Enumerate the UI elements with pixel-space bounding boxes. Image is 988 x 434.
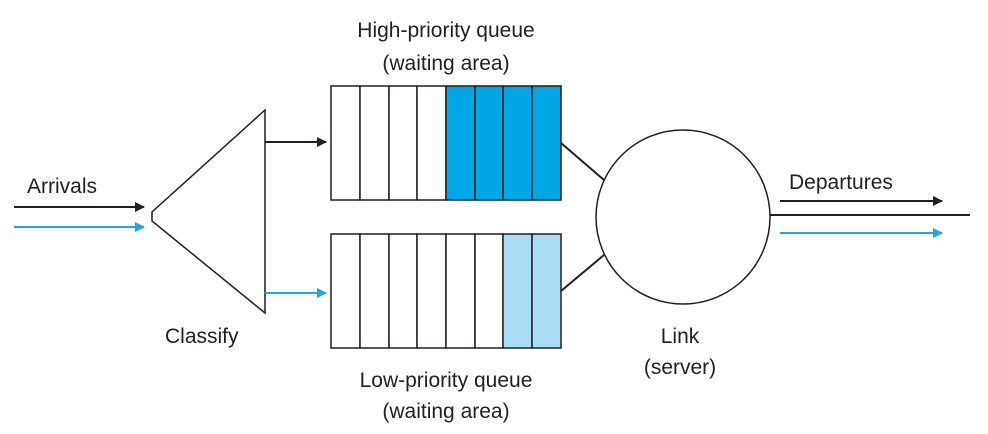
low-priority-queue [330,233,562,349]
link-server-circle [595,129,771,305]
low-queue-to-link-line [560,254,605,292]
high-priority-queue [330,85,562,201]
high-queue-slot [388,85,418,201]
low-queue-slot-filled [502,233,533,349]
high-priority-queue-title: High-priority queue [357,19,534,42]
high-priority-queue-subtitle: (waiting area) [382,52,509,75]
high-queue-to-link-line [560,142,605,181]
high-queue-slot [416,85,447,201]
low-queue-slot [388,233,418,349]
high-queue-slot-filled [502,85,533,201]
low-queue-slot [474,233,504,349]
departures-label: Departures [789,171,893,194]
server-label: (server) [644,356,716,379]
low-queue-slot [445,233,476,349]
link-label: Link [661,325,700,348]
classify-label: Classify [165,325,239,348]
classifier-shape [151,108,266,315]
low-priority-queue-title: Low-priority queue [360,369,533,392]
high-queue-slot [330,85,361,201]
high-queue-slot-filled [531,85,562,201]
low-queue-slot [330,233,361,349]
high-queue-slot [359,85,390,201]
low-priority-queue-subtitle: (waiting area) [382,400,509,423]
low-queue-slot [416,233,447,349]
low-queue-slot [359,233,390,349]
low-queue-slot-filled [531,233,562,349]
high-queue-slot-filled [474,85,504,201]
high-queue-slot-filled [445,85,476,201]
arrivals-label: Arrivals [27,175,97,198]
